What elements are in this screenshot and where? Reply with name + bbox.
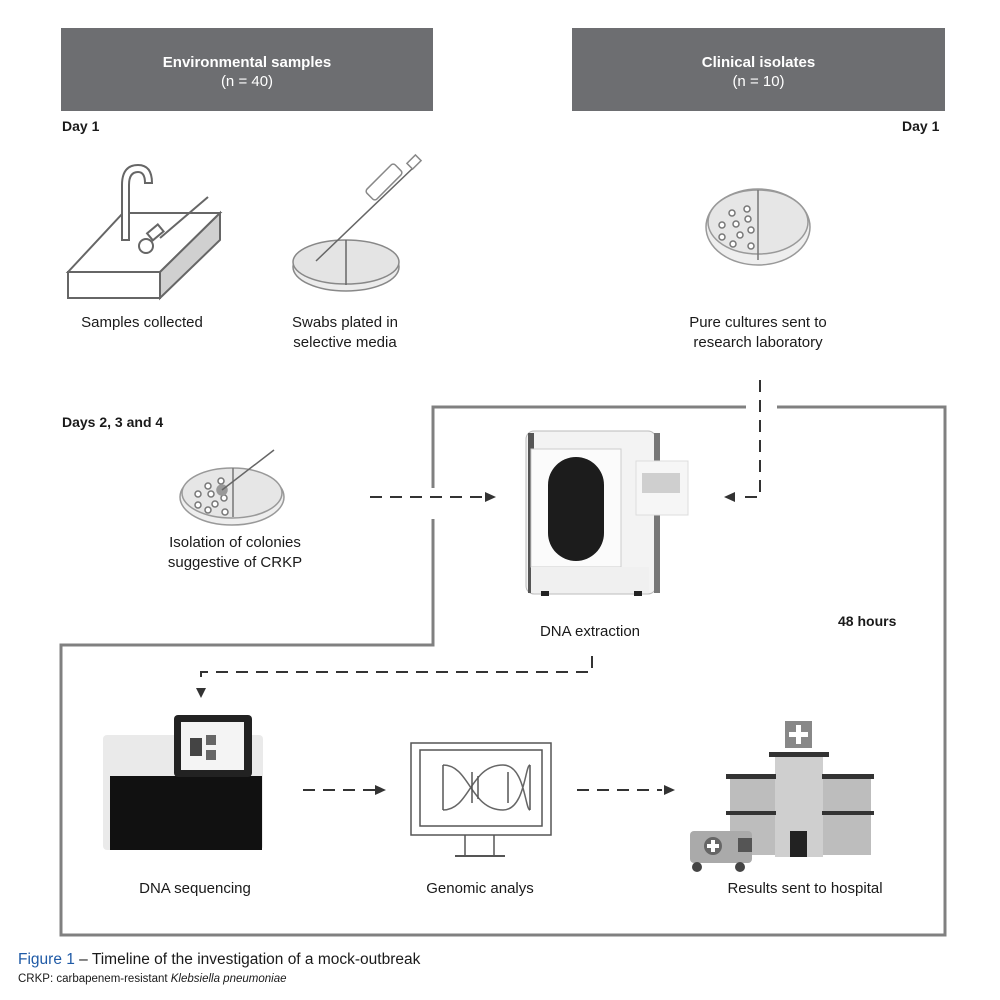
dna-extraction-label: DNA extraction xyxy=(539,623,641,640)
frame-top-right-segment xyxy=(59,405,947,937)
abbreviation-note: CRKP: carbapenem-resistant Klebsiella pn… xyxy=(18,973,286,985)
environmental-samples-count: (n = 40) xyxy=(220,73,274,90)
samples-collected-label: Samples collected xyxy=(81,314,203,331)
step-dna-extraction: DNA extraction xyxy=(520,622,660,642)
figure-label: Figure 1 xyxy=(18,951,75,968)
figure-text: – Timeline of the investigation of a moc… xyxy=(74,951,421,968)
isolation-label-line2: suggestive of CRKP xyxy=(167,554,303,571)
swabs-plated-label-line1: Swabs plated in xyxy=(292,314,398,331)
48-hours-label: 48 hours xyxy=(838,613,897,629)
day1-right-label: Day 1 xyxy=(902,118,940,134)
results-hospital-label: Results sent to hospital xyxy=(727,880,883,897)
days-2-3-4-label: Days 2, 3 and 4 xyxy=(62,414,164,430)
genomic-analysis-label: Genomic analys xyxy=(426,880,534,897)
day1-left-label: Day 1 xyxy=(62,118,100,134)
arrowhead-to-extraction-left xyxy=(485,492,496,502)
dashed-connector-extraction-to-sequencing xyxy=(200,656,593,685)
step-genomic-analysis: Genomic analys xyxy=(405,879,555,899)
step-swabs-plated: Swabs plated in selective media xyxy=(270,313,420,353)
dashed-connector-clinical-to-extraction xyxy=(737,380,761,498)
step-isolation: Isolation of colonies suggestive of CRKP xyxy=(150,533,320,573)
clinical-isolates-title: Clinical isolates xyxy=(701,54,816,71)
abbreviation-species: Klebsiella pneumoniae xyxy=(170,973,287,985)
isolation-label-line1: Isolation of colonies xyxy=(169,534,301,551)
step-dna-sequencing: DNA sequencing xyxy=(120,879,270,899)
hospital-ambulance-icon xyxy=(690,721,874,872)
step-results-hospital: Results sent to hospital xyxy=(710,879,900,899)
arrowhead-to-hospital xyxy=(664,785,675,795)
arrowhead-to-analysis xyxy=(375,785,386,795)
clinical-isolates-header: Clinical isolates (n = 10) xyxy=(572,28,945,111)
monitor-dna-icon xyxy=(410,742,552,857)
environmental-samples-header: Environmental samples (n = 40) xyxy=(61,28,433,111)
petri-dish-loop-icon xyxy=(179,449,285,526)
dna-extractor-machine-icon xyxy=(525,430,689,596)
step-pure-cultures: Pure cultures sent to research laborator… xyxy=(668,313,848,353)
pure-cultures-label-line2: research laboratory xyxy=(693,334,823,351)
arrowhead-to-sequencing xyxy=(196,688,206,698)
clinical-isolates-count: (n = 10) xyxy=(732,73,785,90)
figure-caption: Figure 1 – Timeline of the investigation… xyxy=(18,951,420,969)
pipette-petri-dish-icon xyxy=(292,153,423,292)
swabs-plated-label-line2: selective media xyxy=(293,334,397,351)
frame-top-left-segment xyxy=(431,405,746,488)
sink-swab-icon xyxy=(65,163,223,301)
dna-sequencing-label: DNA sequencing xyxy=(139,880,251,897)
abbreviation-prefix: CRKP: carbapenem-resistant xyxy=(18,973,171,985)
pure-cultures-label-line1: Pure cultures sent to xyxy=(689,314,827,331)
sequencer-machine-icon xyxy=(103,715,263,850)
arrowhead-to-extraction-right xyxy=(724,492,735,502)
step-samples-collected: Samples collected xyxy=(62,313,222,333)
petri-dish-colonies-icon xyxy=(705,188,811,266)
environmental-samples-title: Environmental samples xyxy=(162,54,332,71)
